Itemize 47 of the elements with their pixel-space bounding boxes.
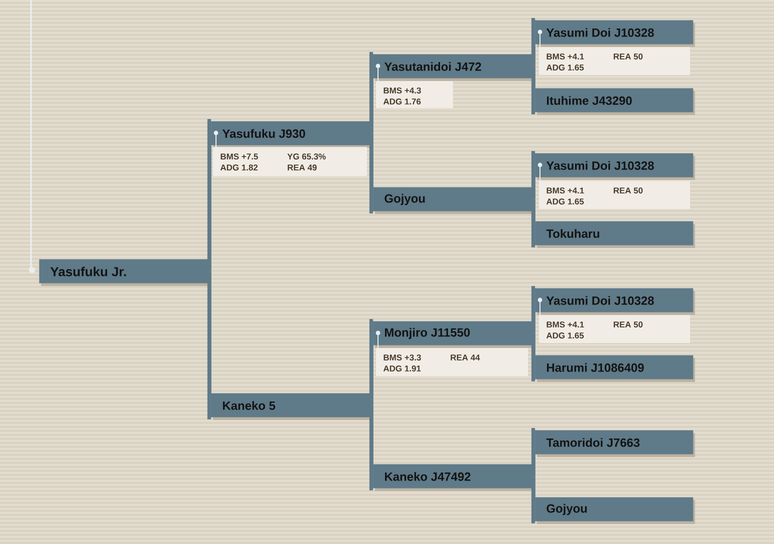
connector-line [207, 271, 212, 420]
stat-text: REA 50 [614, 322, 643, 328]
connector-line [531, 66, 536, 114]
name-bar: Yasumi Doi J10328 [535, 20, 695, 47]
connector-line [369, 405, 374, 490]
name-bar: Harumi J1086409 [535, 355, 695, 382]
name-bar: Kaneko J47492 [373, 464, 535, 491]
connector-line [531, 151, 536, 200]
name-bar: Tamoridoi J7663 [535, 430, 695, 457]
stat-text: REA 44 [450, 354, 480, 360]
stat-text: REA 50 [614, 188, 643, 194]
name-bar: Gojyou [535, 497, 695, 524]
stat-text: REA 49 [288, 164, 317, 170]
name-bar: Yasufuku Jr. [39, 259, 211, 286]
name-bar: Yasumi Doi J10328 [535, 288, 695, 315]
stat-text: ADG 1.65 [546, 64, 584, 70]
stat-text: BMS +7.5 [220, 154, 258, 160]
connector-line [369, 133, 374, 214]
connector-line [369, 52, 374, 134]
stat-text: BMS +4.1 [546, 188, 584, 194]
stat-text: BMS +3.3 [384, 354, 421, 361]
name-bar: Monjiro J11550 [373, 321, 535, 348]
name-bar: Kaneko 5 [211, 393, 373, 420]
stat-text: ADG 1.65 [546, 198, 584, 204]
name-bar: Ituhime J43290 [535, 88, 695, 115]
stat-text: ADG 1.76 [383, 98, 421, 104]
connector-line [531, 18, 536, 66]
stat-text: BMS +4.1 [546, 322, 584, 328]
stat-text: REA 50 [614, 54, 643, 60]
connector-line [531, 199, 536, 248]
connector-line [531, 286, 536, 334]
name-bar: Gojyou [373, 187, 535, 214]
name-bar: Yasufuku J930 [211, 121, 373, 148]
stat-text: ADG 1.91 [383, 366, 421, 372]
name-bar: Yasutanidoi J472 [373, 54, 535, 81]
connector-line [369, 319, 374, 406]
name-bar: Tokuharu [535, 221, 695, 248]
connector-line [531, 476, 536, 524]
stat-text: YG 65.3% [287, 154, 326, 160]
connector-line [207, 119, 212, 272]
stat-text: BMS +4.3 [384, 88, 421, 94]
connector-line [531, 333, 536, 382]
stat-text: ADG 1.65 [546, 332, 584, 338]
name-bar: Yasumi Doi J10328 [535, 153, 695, 180]
connector-line [531, 428, 536, 476]
stat-text: ADG 1.82 [220, 164, 258, 170]
stat-text: BMS +4.1 [546, 54, 584, 60]
